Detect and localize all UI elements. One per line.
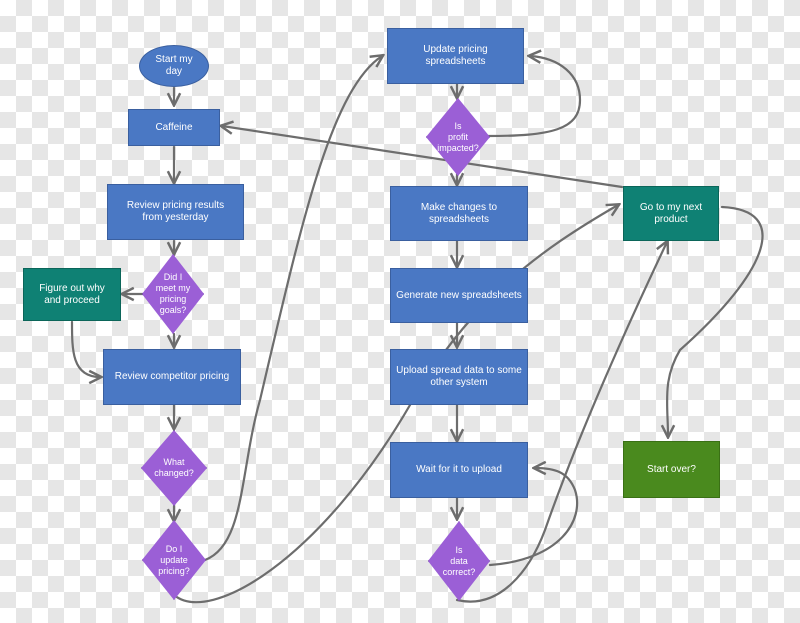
data-correct-decision: Is data correct? xyxy=(428,521,490,601)
review-pricing-results-node: Review pricing results from yesterday xyxy=(107,184,244,240)
generate-spreadsheets-node: Generate new spreadsheets xyxy=(390,268,528,323)
what-changed-decision: What changed? xyxy=(141,430,207,506)
connector-update-to-spreadsheets xyxy=(203,56,382,562)
connector-next-to-caffeine xyxy=(222,126,624,189)
update-pricing-decision: Do I update pricing? xyxy=(142,520,206,600)
wait-for-upload-node: Wait for it to upload xyxy=(390,442,528,498)
start-over-node: Start over? xyxy=(623,441,720,498)
update-pricing-spreadsheets-node: Update pricing spreadsheets xyxy=(387,28,524,84)
connector-profit-loop xyxy=(486,56,582,138)
update-pricing-label: Do I update pricing? xyxy=(158,543,190,576)
connector-data-to-next-product xyxy=(455,242,667,603)
next-product-node: Go to my next product xyxy=(623,186,719,241)
connector-update-to-next-product xyxy=(172,205,618,604)
review-competitor-pricing-node: Review competitor pricing xyxy=(103,349,241,405)
profit-impacted-decision: Is profit impacted? xyxy=(426,98,490,176)
met-pricing-goals-decision: Did I meet my pricing goals? xyxy=(142,254,204,334)
start-my-day-node: Start my day xyxy=(139,45,209,87)
caffeine-node: Caffeine xyxy=(128,109,220,146)
upload-spread-data-node: Upload spread data to some other system xyxy=(390,349,528,405)
connector-figure-to-competitor xyxy=(70,320,100,377)
make-changes-node: Make changes to spreadsheets xyxy=(390,186,528,241)
data-correct-label: Is data correct? xyxy=(442,544,476,577)
figure-out-why-node: Figure out why and proceed xyxy=(23,268,121,321)
connector-next-to-start-over xyxy=(667,205,764,436)
what-changed-label: What changed? xyxy=(154,457,194,478)
profit-impacted-label: Is profit impacted? xyxy=(437,120,479,153)
met-pricing-goals-label: Did I meet my pricing goals? xyxy=(155,272,191,315)
